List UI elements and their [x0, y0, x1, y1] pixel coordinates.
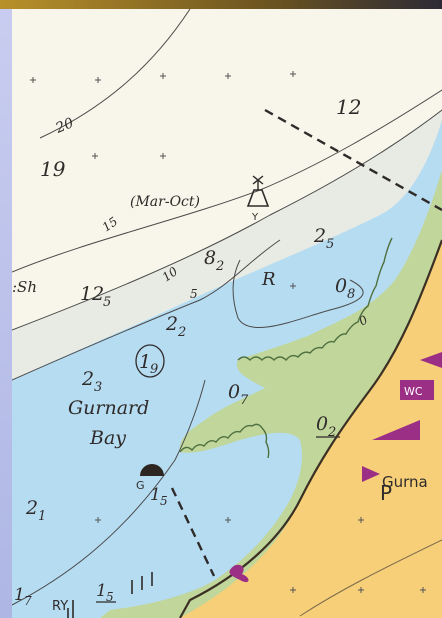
anchorage-bell-buoy-icon[interactable] — [246, 175, 270, 207]
slipway-marks — [67, 572, 153, 618]
contour-label-5: 5 — [190, 287, 198, 301]
nautical-chart[interactable]: 20 15 10 5 0 12 19 12 5 8 2 2 5 0 8 2 2 … — [12, 9, 442, 618]
svg-text:2: 2 — [81, 368, 94, 390]
svg-text:0: 0 — [335, 275, 347, 297]
svg-text:1: 1 — [96, 581, 107, 601]
svg-text:1: 1 — [38, 509, 46, 524]
sounding-8-2: 8 2 — [204, 247, 224, 274]
svg-text:5: 5 — [326, 237, 334, 252]
bay-name-line1: Gurnard — [68, 397, 149, 419]
window-top-frame — [0, 0, 442, 9]
sounding-crosses — [30, 71, 426, 593]
telephone-icon[interactable] — [229, 564, 249, 583]
wc-icon[interactable]: WC — [400, 380, 434, 400]
svg-text:2: 2 — [313, 225, 326, 247]
rock-label: R — [261, 269, 276, 290]
sounding-1-9-circled: 1 9 — [135, 344, 165, 378]
sounding-1-7: 1 7 — [14, 585, 32, 608]
limit-line-south — [170, 487, 216, 577]
seabed-label: :Sh — [12, 278, 37, 296]
contour-5 — [12, 239, 281, 381]
contour-south — [12, 379, 206, 606]
sounding-0-2: 0 2 — [316, 413, 340, 440]
intertidal-edge-south — [179, 423, 270, 459]
conical-buoy-icon[interactable] — [140, 464, 164, 476]
sounding-2-2: 2 2 — [165, 313, 186, 340]
intertidal-edge — [237, 237, 393, 362]
svg-text:5: 5 — [103, 295, 111, 310]
svg-text:WC: WC — [404, 385, 423, 398]
contour-label-20: 20 — [53, 115, 77, 137]
svg-text:2: 2 — [215, 259, 224, 274]
town-label: Gurna — [382, 473, 428, 491]
svg-text:8: 8 — [347, 287, 355, 302]
coastline — [179, 239, 442, 618]
svg-text:0: 0 — [228, 381, 240, 403]
svg-text:3: 3 — [94, 380, 102, 395]
sounding-0-7: 0 7 — [228, 381, 249, 408]
sounding-1-5-buoy: 1 5 — [150, 485, 168, 508]
contour-rock-loop — [232, 259, 364, 328]
mooring-arrow — [420, 352, 442, 368]
intertidal-area — [100, 170, 442, 618]
svg-text:5: 5 — [106, 590, 114, 604]
seasonal-label: (Mar-Oct) — [130, 194, 200, 210]
contour-10 — [12, 109, 442, 331]
svg-text:7: 7 — [24, 594, 32, 608]
svg-text:P: P — [380, 481, 392, 505]
svg-text:9: 9 — [150, 362, 158, 377]
sounding-12-5: 12 5 — [80, 283, 111, 310]
svg-text:1: 1 — [139, 351, 151, 373]
svg-text:2: 2 — [327, 425, 336, 440]
sounding-0-8: 0 8 — [335, 275, 355, 302]
land-area — [180, 240, 442, 618]
sounding-19: 19 — [40, 157, 66, 181]
svg-text:5: 5 — [160, 494, 168, 508]
flag-icon — [362, 466, 380, 482]
buoy-letter-y: Y — [251, 212, 259, 223]
wedge-mark — [372, 420, 420, 440]
svg-text:0: 0 — [316, 413, 328, 435]
contour-20 — [39, 9, 191, 139]
svg-text:12: 12 — [80, 283, 104, 305]
bay-name-line2: Bay — [89, 427, 126, 449]
svg-text:2: 2 — [165, 313, 178, 335]
svg-text:7: 7 — [240, 393, 249, 408]
buoy-letter-g: G — [136, 479, 145, 492]
sounding-1-5-shore: 1 5 — [96, 581, 116, 604]
svg-text:2: 2 — [25, 497, 38, 519]
shoal-band — [12, 110, 442, 385]
ry-label: RY — [52, 599, 68, 614]
svg-text:8: 8 — [204, 247, 216, 269]
svg-text:2: 2 — [177, 325, 186, 340]
sounding-2-3: 2 3 — [81, 368, 102, 395]
sounding-12: 12 — [336, 95, 361, 119]
parking-icon[interactable]: P — [380, 481, 392, 505]
window-left-frame — [0, 0, 12, 618]
svg-text:1: 1 — [14, 585, 25, 605]
svg-text:1: 1 — [150, 485, 161, 505]
sounding-2-5: 2 5 — [313, 225, 334, 252]
shore-road — [299, 539, 442, 617]
sounding-2-1: 2 1 — [25, 497, 46, 524]
limit-line-north — [264, 108, 442, 212]
